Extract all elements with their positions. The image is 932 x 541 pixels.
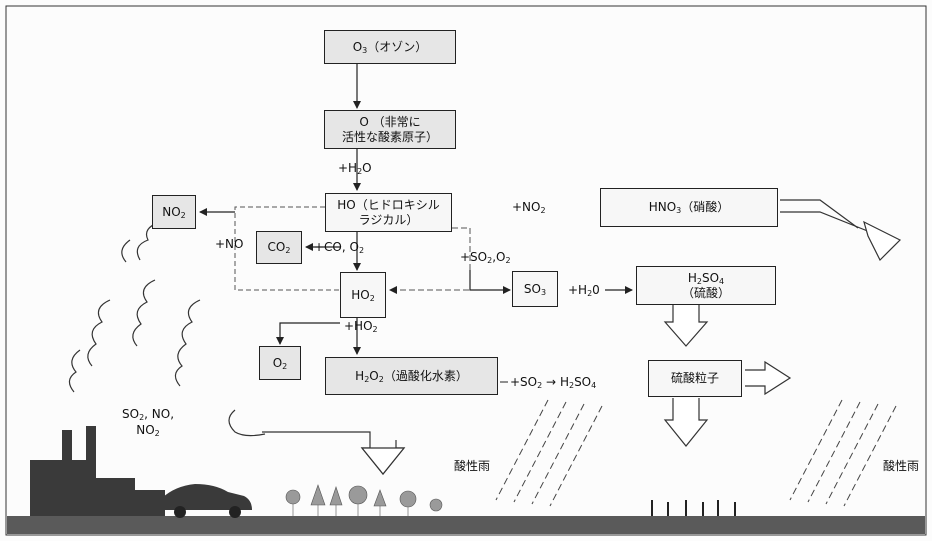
node-o-atom: O （非常に活性な酸素原子） xyxy=(324,110,456,149)
h2so4-down-arrow xyxy=(665,305,707,346)
node-so3: SO3 xyxy=(512,271,558,307)
smoke-curls xyxy=(69,222,265,436)
node-sulfate-particles: 硫酸粒子 xyxy=(648,360,742,397)
label-acid-rain-1: 酸性雨 xyxy=(454,459,490,473)
label-plus-h2o-right: +H20 xyxy=(568,283,600,297)
hno3-big-arrow-line xyxy=(780,200,858,228)
node-ho2: HO2 xyxy=(340,272,386,318)
ground xyxy=(7,516,925,534)
label-plus-so2-o2: +SO2,O2 xyxy=(460,250,511,264)
rain-right xyxy=(790,400,896,506)
hno3-arrowhead xyxy=(864,222,900,260)
label-plus-no2: +NO2 xyxy=(512,200,546,214)
arrow-to-so3 xyxy=(470,270,510,290)
node-co2: CO2 xyxy=(256,231,302,264)
node-o2: O2 xyxy=(259,346,301,380)
frame-border xyxy=(6,6,926,535)
node-hno3: HNO3（硝酸） xyxy=(600,188,778,227)
so2-cycle-line xyxy=(390,228,470,290)
arrow-to-o2 xyxy=(280,323,340,344)
label-emissions: SO2, NO, NO2 xyxy=(122,406,174,438)
label-plus-co-o2: +CO, O2 xyxy=(314,240,364,254)
trees-right xyxy=(652,500,735,516)
node-h2o2: H2O2（過酸化水素） xyxy=(325,357,498,395)
label-plus-ho2: +HO2 xyxy=(344,319,378,333)
factory xyxy=(30,426,165,516)
node-no2: NO2 xyxy=(152,195,196,229)
car xyxy=(160,484,252,518)
label-plus-no: +NO xyxy=(215,237,243,251)
label-acid-rain-2: 酸性雨 xyxy=(883,459,919,473)
sulfate-down-arrow xyxy=(665,398,707,446)
trees-left xyxy=(286,485,442,516)
rain-left xyxy=(496,400,602,506)
sulfate-right-arrow xyxy=(745,362,790,394)
label-plus-h2o-top: +H2O xyxy=(338,161,372,175)
node-o3: O3（オゾン） xyxy=(324,30,456,64)
label-plus-so2-h2so4: +SO2 → H2SO4 xyxy=(510,375,596,389)
node-ho: HO（ヒドロキシルラジカル） xyxy=(325,193,452,232)
node-h2so4: H2SO4（硫酸） xyxy=(636,266,776,305)
